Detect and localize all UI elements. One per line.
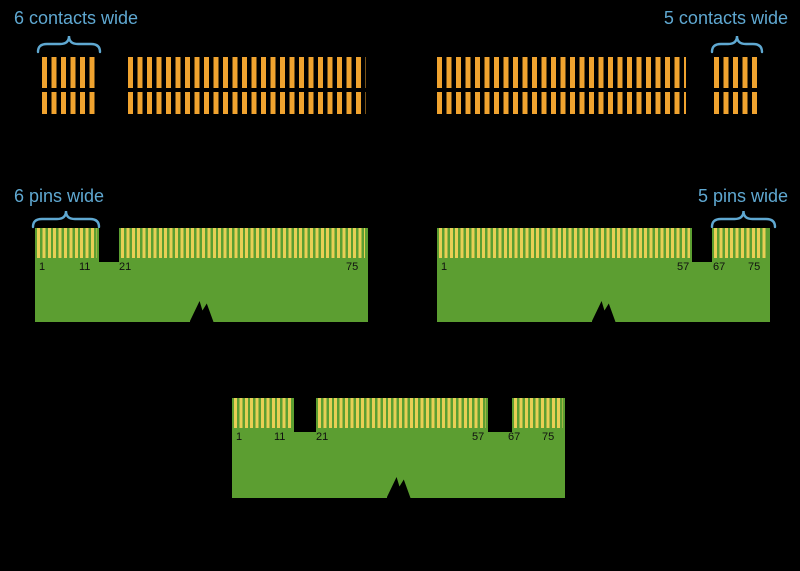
pin-group bbox=[439, 228, 690, 258]
pin-number: 1 bbox=[441, 261, 448, 273]
pin-group bbox=[714, 228, 768, 258]
break-notch bbox=[189, 301, 214, 322]
key-notch bbox=[294, 398, 316, 432]
pin-number: 21 bbox=[316, 431, 329, 443]
pins-right-label: 5 pins wide bbox=[697, 186, 788, 206]
pin-number: 67 bbox=[508, 431, 521, 443]
pins-left-brace bbox=[31, 210, 101, 229]
pin-group bbox=[514, 398, 563, 428]
pin-number: 11 bbox=[79, 261, 91, 273]
pin-number: 75 bbox=[542, 431, 555, 443]
contact-group-small-right-row1 bbox=[714, 57, 757, 88]
pin-number: 57 bbox=[677, 261, 690, 273]
card-edge-bottom: 1 11 21 57 67 75 bbox=[232, 398, 565, 498]
contact-group-small-right-row2 bbox=[714, 92, 757, 114]
contact-group-small-left-row2 bbox=[42, 92, 95, 114]
contact-group-large-right-row2 bbox=[437, 92, 686, 114]
pin-group bbox=[121, 228, 365, 258]
key-notch bbox=[488, 398, 512, 432]
pin-group bbox=[318, 398, 486, 428]
pin-number: 1 bbox=[236, 431, 243, 443]
contact-group-small-left-row1 bbox=[42, 57, 95, 88]
pin-number: 67 bbox=[713, 261, 726, 273]
card-edge-right: 1 57 67 75 bbox=[437, 228, 770, 322]
contact-group-large-right-row1 bbox=[437, 57, 686, 88]
pin-number: 57 bbox=[472, 431, 485, 443]
card-edge-left: 1 11 21 75 bbox=[35, 228, 368, 322]
contacts-right-label: 5 contacts wide bbox=[663, 8, 788, 28]
pins-left-label: 6 pins wide bbox=[14, 186, 105, 206]
pins-right-brace bbox=[710, 210, 777, 229]
contacts-left-label: 6 contacts wide bbox=[14, 8, 139, 28]
pin-number: 75 bbox=[346, 261, 359, 273]
contacts-right-brace bbox=[710, 35, 764, 54]
pin-number: 75 bbox=[748, 261, 761, 273]
pin-number: 21 bbox=[119, 261, 132, 273]
pin-group bbox=[234, 398, 292, 428]
break-notch bbox=[591, 301, 616, 322]
pin-number: 1 bbox=[39, 261, 46, 273]
contacts-left-brace bbox=[36, 35, 102, 54]
key-notch bbox=[692, 228, 712, 262]
break-notch bbox=[386, 477, 411, 498]
contact-group-large-left-row2 bbox=[128, 92, 366, 114]
key-notch bbox=[99, 228, 119, 262]
pin-number: 11 bbox=[274, 431, 286, 443]
pin-group bbox=[37, 228, 97, 258]
contact-group-large-left-row1 bbox=[128, 57, 366, 88]
